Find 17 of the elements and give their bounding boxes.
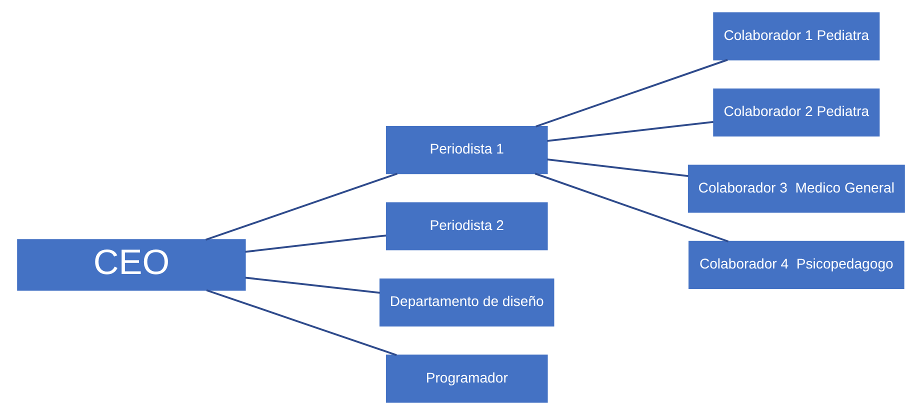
connector [206,289,396,356]
connector [546,120,713,142]
node-box: Departamento de diseño [379,278,554,327]
node-box: Periodista 2 [385,202,548,250]
connector [535,58,728,128]
connector [244,276,380,294]
node-box: Colaborador 4 Psicopedagogo [688,240,904,289]
connector [534,172,728,242]
node-box: Programador [385,354,548,403]
connector [244,234,386,253]
node-box: Periodista 1 [385,126,548,174]
node-box: CEO [16,239,246,291]
connector [204,172,398,241]
connector [546,158,688,178]
node-box: Colaborador 1 Pediatra [712,12,880,60]
node-box: Colaborador 3 Medico General [687,164,904,213]
node-box: Colaborador 2 Pediatra [712,88,880,137]
